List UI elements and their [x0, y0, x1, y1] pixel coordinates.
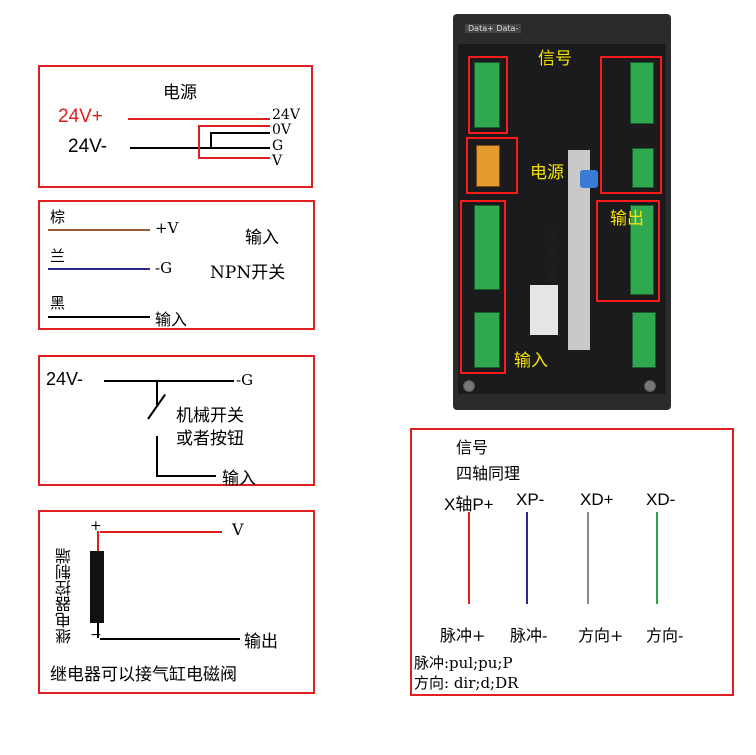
- photo-power-box: [466, 137, 518, 194]
- input-terminal-2: [474, 312, 500, 368]
- power-diagram: [38, 65, 313, 188]
- signal-bottom-1: 脉冲+: [440, 626, 486, 645]
- switch-minus-g: -G: [236, 371, 254, 389]
- power-24v-minus-wire: [130, 147, 270, 149]
- power-24v-plus-wire: [128, 118, 270, 120]
- power-bracket-red-top: [198, 125, 270, 127]
- switch-output-wire: [156, 475, 216, 477]
- power-g-terminal: G: [272, 138, 284, 154]
- power-bracket-black-top: [210, 132, 270, 134]
- signal-bottom-2: 脉冲-: [510, 626, 548, 645]
- power-bracket-red-left: [198, 125, 200, 159]
- center-label-strip: [568, 150, 590, 350]
- photo-signal-box-left: [468, 56, 508, 134]
- npn-brown-wire: [48, 229, 150, 231]
- switch-desc-1: 机械开关: [176, 406, 244, 426]
- signal-wire-red: [468, 512, 470, 604]
- power-terminal: [476, 145, 500, 187]
- relay-coil: [90, 551, 104, 623]
- mechanical-switch-diagram: [38, 355, 315, 486]
- power-bracket-red-bottom: [198, 157, 270, 159]
- power-title: 电源: [163, 83, 197, 103]
- power-v-terminal: V: [272, 153, 283, 169]
- npn-input-title: 输入: [245, 228, 279, 248]
- input-terminal-1: [474, 205, 500, 290]
- relay-top-stub: [97, 531, 99, 551]
- barcode-label: [530, 285, 558, 335]
- npn-switch-title: NPN开关: [210, 263, 286, 283]
- signal-wire-green: [656, 512, 658, 604]
- photo-input-box: [460, 200, 506, 374]
- photo-top-tag: Data+ Data-: [465, 24, 522, 33]
- relay-minus-wire: [100, 638, 240, 640]
- power-24v-terminal: 24V: [272, 107, 300, 123]
- npn-brown-label: 棕: [50, 208, 66, 226]
- npn-blue-wire: [48, 268, 150, 270]
- relay-footer: 继电器可以接气缸电磁阀: [50, 665, 237, 685]
- relay-v: V: [232, 520, 244, 539]
- photo-output-box: [596, 200, 660, 302]
- relay-plus: +: [90, 518, 102, 534]
- signal-subtitle: 四轴同理: [456, 464, 521, 483]
- relay-output: 输出: [244, 632, 278, 652]
- switch-input: 输入: [222, 469, 256, 489]
- npn-switch-diagram: [38, 200, 315, 330]
- signal-note-1: 脉冲:pul;pu;P: [414, 654, 513, 672]
- power-24v-plus-label: 24V+: [58, 106, 103, 127]
- signal-pin-1: X轴P+: [444, 495, 494, 514]
- signal-pin-2: XP-: [516, 490, 545, 509]
- signal-diagram: [410, 428, 734, 696]
- npn-black-wire: [48, 316, 150, 318]
- signal-pin-4: XD-: [646, 490, 676, 509]
- switch-vertical-top: [156, 380, 158, 405]
- power-0v-terminal: 0V: [272, 122, 292, 138]
- photo-output-label: 输出: [610, 209, 644, 229]
- signal-note-2: 方向: dir;d;DR: [414, 674, 519, 692]
- power-bracket-black-left: [210, 132, 212, 148]
- signal-bottom-4: 方向-: [646, 626, 684, 645]
- screw-tl: [463, 380, 475, 392]
- switch-desc-2: 或者按钮: [176, 429, 244, 449]
- signal-bottom-3: 方向+: [578, 626, 624, 645]
- signal-terminal-right-2: [632, 148, 654, 188]
- model-label: CM35D-40: [545, 230, 558, 288]
- output-terminal-1: [630, 205, 654, 295]
- power-24v-minus-label: 24V-: [68, 136, 108, 157]
- switch-top-wire: [104, 380, 234, 382]
- relay-minus: −: [90, 627, 102, 643]
- npn-black-label: 黑: [50, 294, 66, 312]
- photo-input-label: 输入: [514, 351, 548, 371]
- switch-24v-minus: 24V-: [46, 369, 84, 389]
- signal-title: 信号: [456, 438, 489, 457]
- photo-signal-box-right: [600, 56, 662, 194]
- npn-input: 输入: [155, 310, 188, 329]
- photo-power-label: 电源: [530, 163, 564, 183]
- relay-bottom-stub: [97, 623, 99, 638]
- relay-control-label: 继电器控制端: [55, 548, 74, 644]
- switch-vertical-bottom: [156, 436, 158, 476]
- screw-tr: [644, 380, 656, 392]
- relay-diagram: [38, 510, 315, 694]
- signal-wire-gray: [587, 512, 589, 604]
- relay-plus-wire: [100, 531, 222, 533]
- signal-terminal-right-1: [630, 62, 654, 124]
- npn-plus-v: +V: [155, 219, 179, 237]
- signal-pin-3: XD+: [580, 490, 614, 509]
- signal-wire-blue: [526, 512, 528, 604]
- npn-minus-g: -G: [155, 259, 173, 277]
- npn-blue-label: 兰: [50, 247, 66, 265]
- output-terminal-2: [632, 312, 656, 368]
- photo-signal-label: 信号: [538, 49, 572, 69]
- blue-logo: [580, 170, 598, 188]
- signal-terminal-left: [474, 62, 500, 128]
